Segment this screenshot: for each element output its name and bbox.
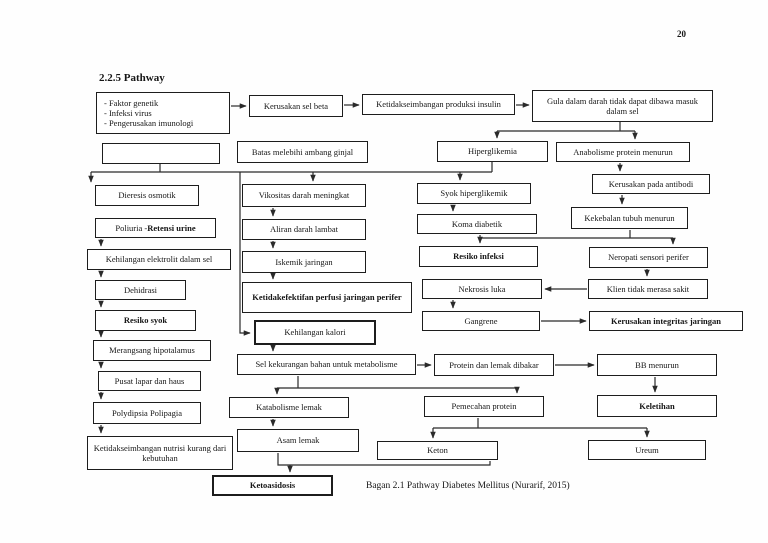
node-resiko-infeksi: Resiko infeksi <box>419 246 538 267</box>
node-anabolisme-protein-menurun: Anabolisme protein menurun <box>556 142 690 162</box>
node-kehilangan-elektrolit-dalam-sel: Kehilangan elektrolit dalam sel <box>87 249 231 270</box>
node-bb-menurun: BB menurun <box>597 354 717 376</box>
node-pemecahan-protein: Pemecahan protein <box>424 396 544 417</box>
node-asam-lemak: Asam lemak <box>237 429 359 452</box>
node-ketidakefektifan-perfusi-jaringan-perifer: Ketidakefektifan perfusi jaringan perife… <box>242 282 412 313</box>
node-keletihan: Keletihan <box>597 395 717 417</box>
node-iskemik-jaringan: Iskemik jaringan <box>242 251 366 273</box>
node-hiperglikemia: Hiperglikemia <box>437 141 548 162</box>
label-part: Poliuria - <box>115 222 148 233</box>
node-neropati-sensori-perifer: Neropati sensori perifer <box>589 247 708 268</box>
node-kerusakan-integritas-jaringan: Kerusakan integritas jaringan <box>589 311 743 331</box>
diagram-title: 2.2.5 Pathway <box>99 72 165 84</box>
diagram-caption: Bagan 2.1 Pathway Diabetes Mellitus (Nur… <box>366 481 570 491</box>
node-pusat-lapar-dan-haus: Pusat lapar dan haus <box>98 371 201 391</box>
node-kekebalan-tubuh-menurun: Kekebalan tubuh menurun <box>571 207 688 229</box>
node-ureum: Ureum <box>588 440 706 460</box>
node-kerusakan-sel-beta: Kerusakan sel beta <box>249 95 343 117</box>
node-ketidakseimbangan-produksi-insulin: Ketidakseimbangan produksi insulin <box>362 94 515 115</box>
list-item: - Faktor genetik <box>104 97 159 108</box>
node-dehidrasi: Dehidrasi <box>95 280 186 300</box>
node-poliuria-retensi-urine: Poliuria - Retensi urine <box>95 218 216 238</box>
node-protein-dan-lemak-dibakar: Protein dan lemak dibakar <box>434 354 554 376</box>
node-faktor-genetik: - Faktor genetik - Infeksi virus - Penge… <box>96 92 230 134</box>
node-syok-hiperglikemik: Syok hiperglikemik <box>417 183 531 204</box>
node-vikositas-darah-meningkat: Vikositas darah meningkat <box>242 184 366 207</box>
node-ketoasidosis: Ketoasidosis <box>212 475 333 496</box>
node-resiko-syok: Resiko syok <box>95 310 196 331</box>
list-item: - Infeksi virus <box>104 107 152 118</box>
node-sel-kekurangan-bahan-untuk-metabolisme: Sel kekurangan bahan untuk metabolisme <box>237 354 416 375</box>
node-merangsang-hipotalamus: Merangsang hipotalamus <box>93 340 211 361</box>
node-nekrosis-luka: Nekrosis luka <box>422 279 542 299</box>
node-aliran-darah-lambat: Aliran darah lambat <box>242 219 366 240</box>
node-keton: Keton <box>377 441 498 460</box>
list-item: - Pengerusakan imunologi <box>104 118 194 128</box>
node-kerusakan-pada-antibodi: Kerusakan pada antibodi <box>592 174 710 194</box>
page-number: 20 <box>677 29 686 39</box>
node-gangrene: Gangrene <box>422 311 540 331</box>
node-batas-melebihi-ambang-ginjal: Batas melebihi ambang ginjal <box>237 141 368 163</box>
node-dieresis-osmotik: Dieresis osmotik <box>95 185 199 206</box>
node-klien-tidak-merasa-sakit: Klien tidak merasa sakit <box>588 279 708 299</box>
node-katabolisme-lemak: Katabolisme lemak <box>229 397 349 418</box>
node-empty-box <box>102 143 220 164</box>
node-koma-diabetik: Koma diabetik <box>417 214 537 234</box>
node-gula-dalam-darah: Gula dalam darah tidak dapat dibawa masu… <box>532 90 713 122</box>
node-polydipsia-polipagia: Polydipsia Polipagia <box>93 402 201 424</box>
node-ketidakseimbangan-nutrisi-kurang-dari-kebutuhan: Ketidakseimbangan nutrisi kurang dari ke… <box>87 436 233 470</box>
node-kehilangan-kalori: Kehilangan kalori <box>254 320 376 345</box>
label-part-bold: Retensi urine <box>147 222 196 233</box>
